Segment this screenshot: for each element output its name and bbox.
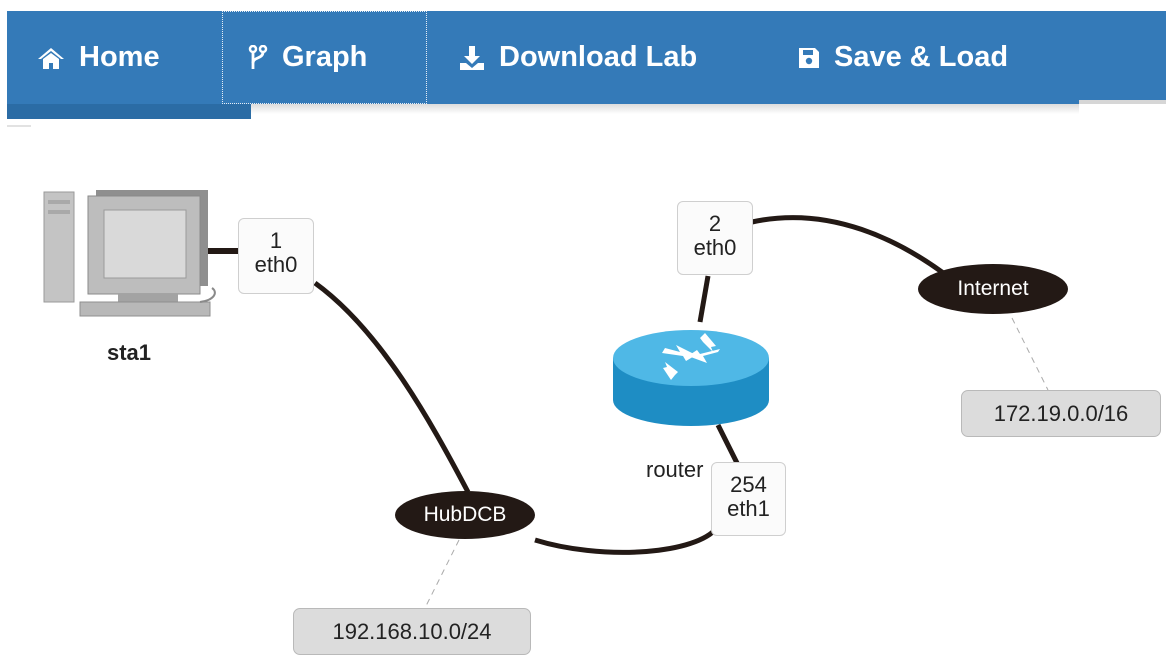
active-tab-indicator [7, 104, 251, 119]
navbar-edge [1079, 100, 1166, 104]
port-number: 254 [730, 472, 767, 497]
nav-download-label: Download Lab [499, 41, 698, 73]
nav-home[interactable]: Home [37, 11, 160, 104]
router-icon [613, 330, 769, 426]
top-navbar: Home Graph Download Lab [7, 11, 1166, 104]
port-number: 2 [708, 211, 722, 236]
nav-download-lab[interactable]: Download Lab [459, 11, 697, 104]
port-interface: eth1 [727, 496, 770, 521]
port-number: 1 [269, 228, 283, 253]
subnet-link-hub [424, 539, 460, 609]
home-icon [37, 46, 65, 70]
link-hub-router [534, 528, 717, 555]
port-router-eth1[interactable]: 254 eth1 [711, 462, 786, 536]
link-router-internet [751, 215, 952, 280]
port-router-eth0[interactable]: 2 eth0 [677, 201, 753, 275]
nav-graph-label: Graph [282, 41, 368, 73]
internet-node[interactable]: Internet [918, 264, 1068, 314]
nav-home-label: Home [79, 41, 160, 73]
sta1-label: sta1 [107, 340, 152, 365]
download-icon [459, 45, 485, 71]
hub-node[interactable]: HubDCB [395, 491, 535, 539]
link-router-eth0 [697, 275, 711, 323]
nav-save-load[interactable]: Save & Load [798, 11, 1008, 104]
port-sta1-eth0[interactable]: 1 eth0 [238, 218, 314, 294]
nav-graph[interactable]: Graph [222, 11, 427, 104]
navbar-shadow [251, 104, 1079, 114]
branch-icon [248, 44, 268, 71]
subnet-link-internet [1011, 317, 1049, 391]
subnet-internet[interactable]: 172.19.0.0/16 [961, 390, 1161, 437]
router-label: router [646, 457, 704, 482]
computer-icon [43, 190, 216, 317]
nav-save-label: Save & Load [834, 41, 1009, 73]
port-interface: eth0 [254, 252, 298, 277]
subnet-hub[interactable]: 192.168.10.0/24 [293, 608, 531, 655]
link-router-eth1 [715, 423, 741, 467]
port-interface: eth0 [693, 235, 737, 260]
save-icon [798, 47, 820, 69]
link-sta1-hub [313, 280, 471, 494]
divider [7, 125, 31, 127]
